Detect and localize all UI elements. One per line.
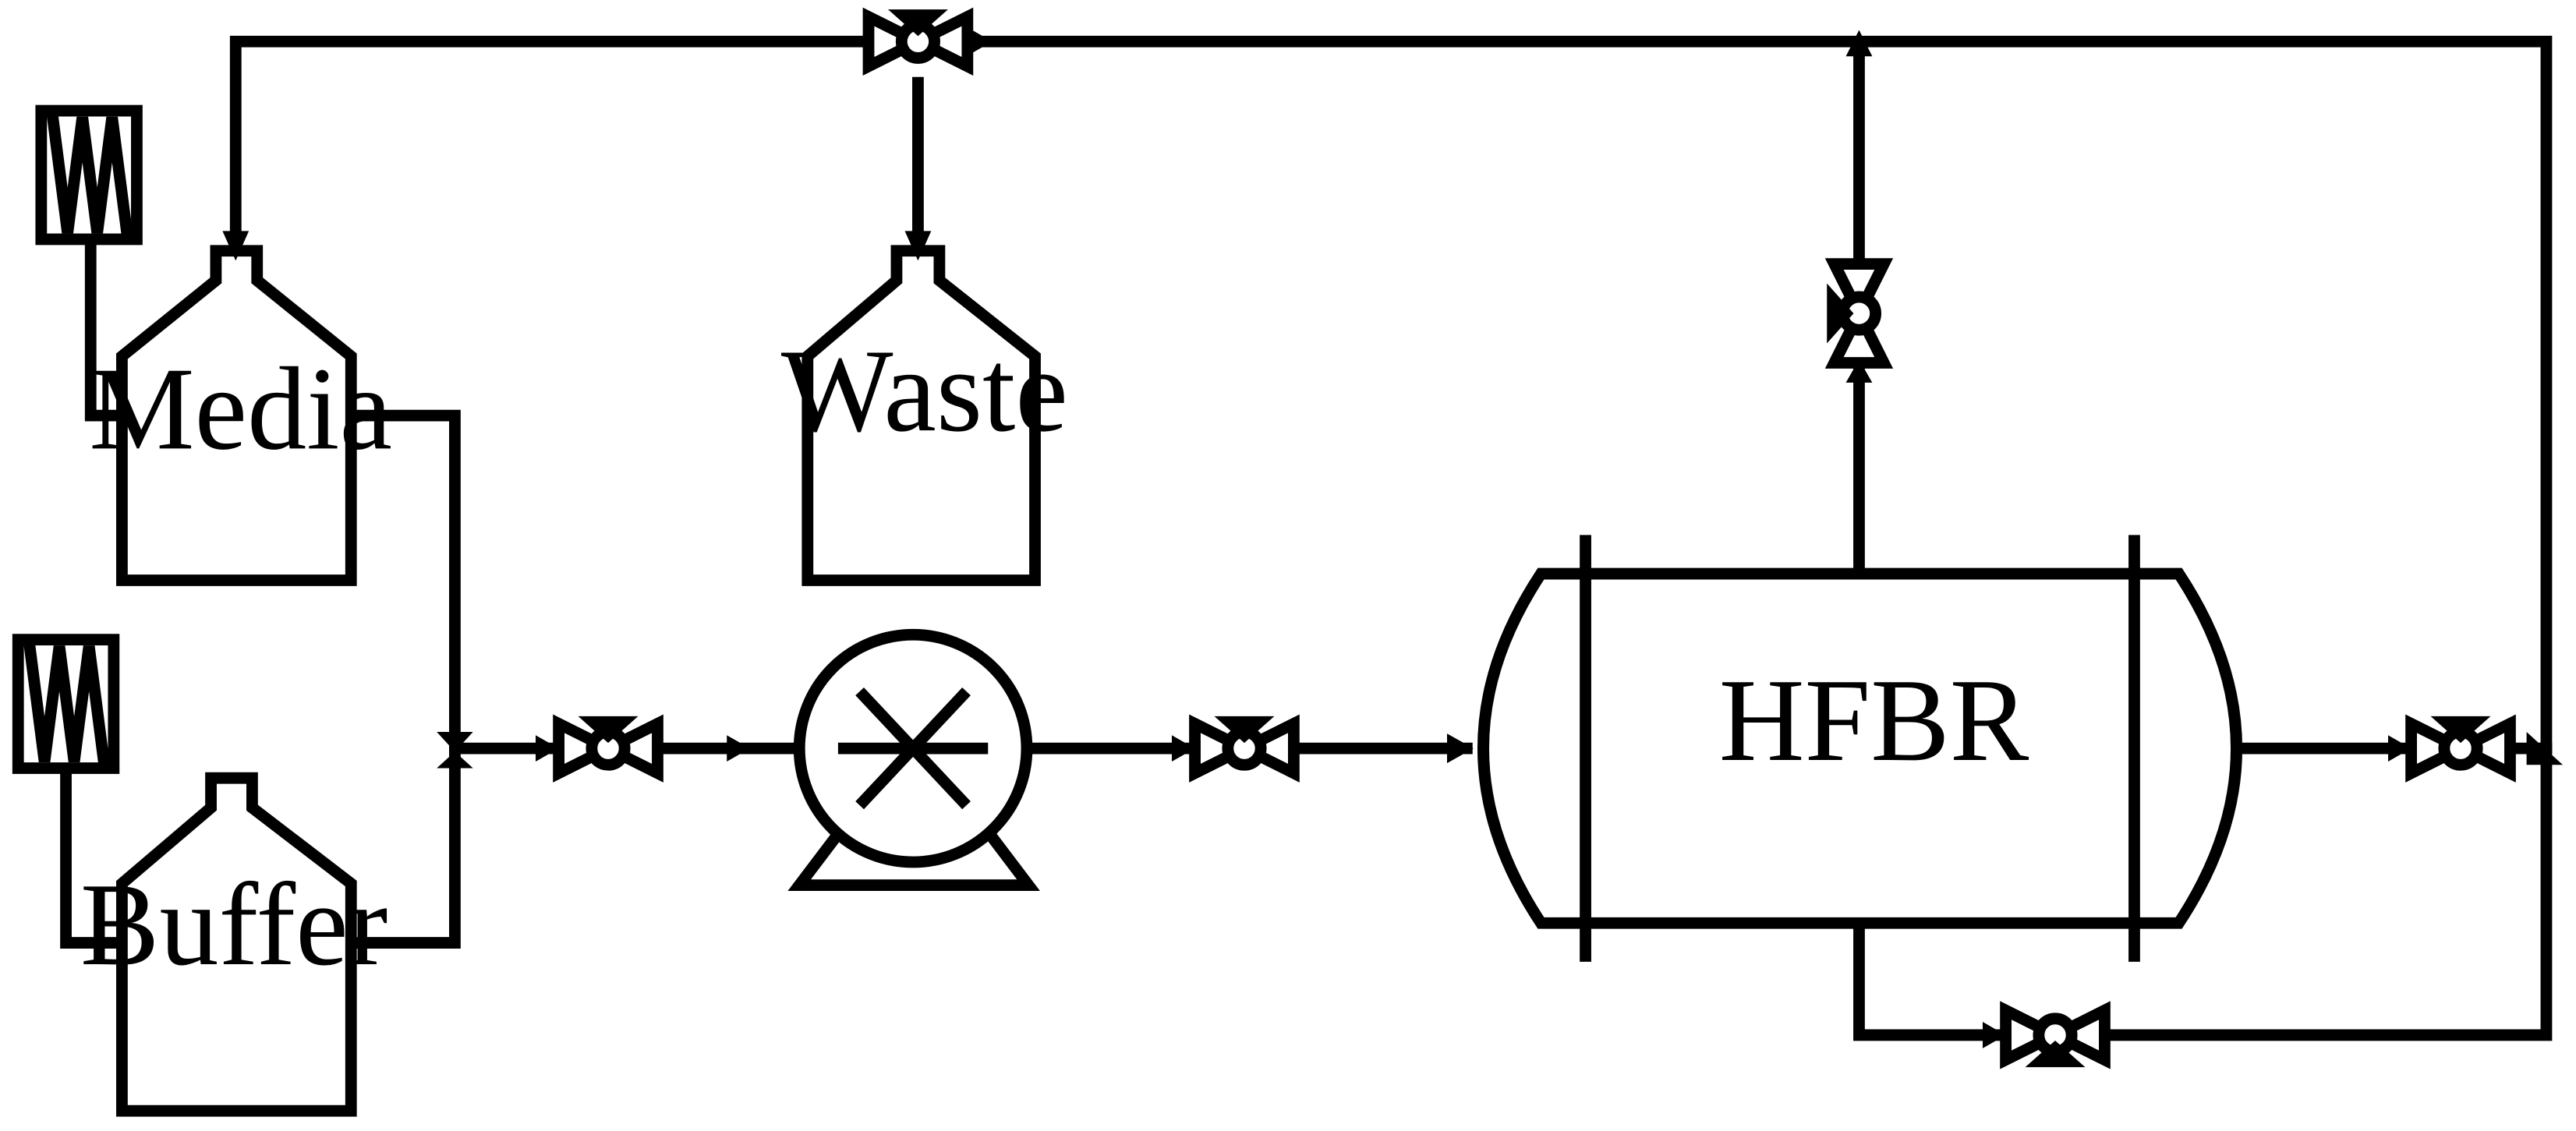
buffer-heater-icon (18, 640, 114, 769)
waste-label: Waste (781, 324, 1068, 456)
buffer-label: Buffer (80, 858, 387, 990)
flow-arrows (222, 28, 2564, 1048)
arrow-junction-icon (437, 732, 473, 769)
media-outlet-line (345, 409, 461, 949)
media-heater-line (84, 233, 125, 422)
arrow-into-hfbr-icon (1446, 733, 1474, 764)
arrow-into-waste-icon (904, 231, 932, 261)
waste-vessel: Waste (781, 245, 1068, 586)
buffer-heater-line (60, 762, 125, 949)
arrow-top-recycle-icon (968, 28, 993, 55)
hfbr-bottom-valve-icon (2006, 1010, 2105, 1062)
hfbr-label: HFBR (1719, 654, 2029, 786)
media-label: Media (89, 342, 392, 474)
hfbr-outlet-valve-icon (2411, 722, 2511, 773)
arrow-to-feed-valve-icon (536, 735, 559, 762)
arrow-to-pump-icon (727, 735, 750, 762)
media-heater-icon (41, 111, 137, 239)
arrow-to-outlet-valve-icon (2388, 735, 2411, 762)
media-vessel: Media (89, 245, 392, 586)
hfbr-top-valve-icon (1833, 264, 1884, 363)
recycle-line-top (229, 35, 2553, 755)
feed-valve-icon (559, 722, 658, 773)
hfbr-bottom-line (1853, 742, 2553, 1041)
arrow-to-bottom-valve-icon (1983, 1022, 2006, 1048)
recycle-valve-icon (869, 15, 968, 66)
arrow-top-valve-icon (1845, 359, 1873, 383)
hfbr-bioreactor: HFBR (1477, 535, 2242, 962)
arrow-top-outlet-icon (1845, 30, 1873, 57)
pump-icon (787, 628, 1040, 891)
buffer-vessel: Buffer (80, 772, 387, 1117)
arrow-into-media-icon (222, 231, 249, 261)
arrow-to-hfbr-valve-icon (1171, 735, 1195, 762)
hfbr-inlet-valve-icon (1195, 722, 1294, 773)
arrow-outlet-junction-icon (2526, 732, 2564, 765)
